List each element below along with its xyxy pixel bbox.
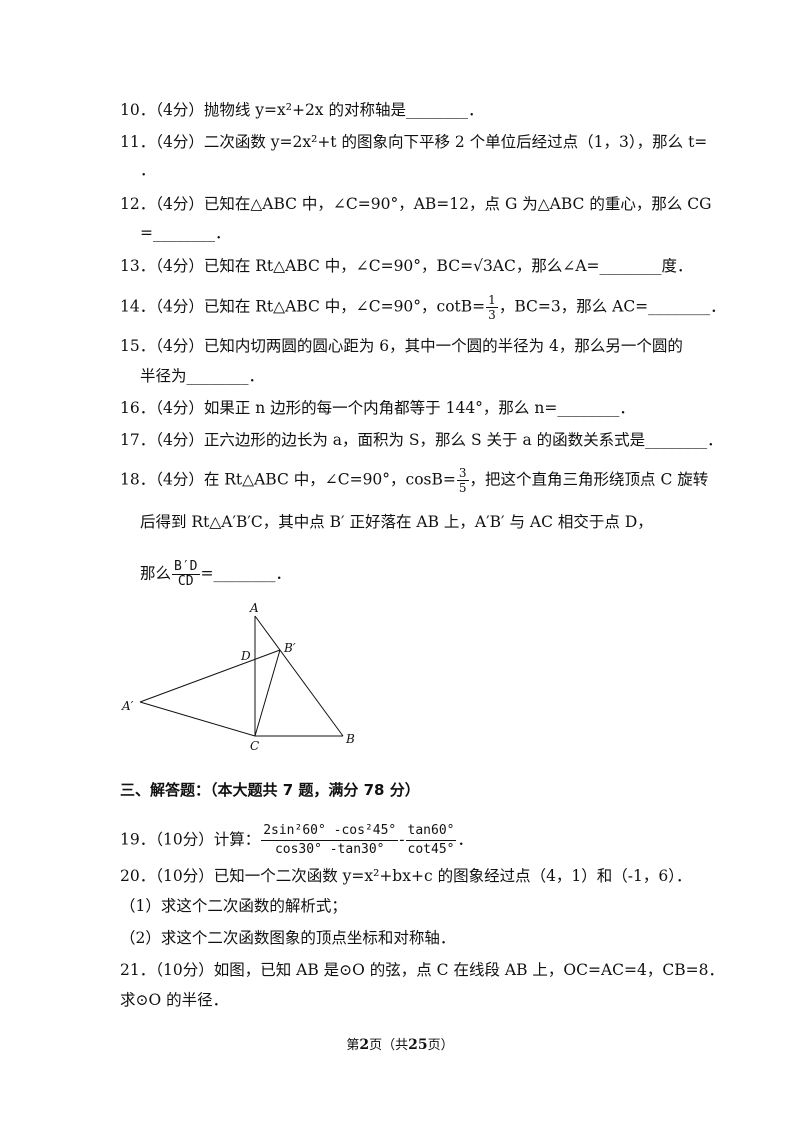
question-13: 13．（4分）已知在 Rt△ABC 中，∠C=90°，BC=√3AC，那么∠A=… xyxy=(120,257,693,275)
question-10: 10．（4分）抛物线 y=x²+2x 的对称轴是________． xyxy=(120,101,484,119)
fraction-denominator: 3 xyxy=(488,308,496,322)
question-19-end: ． xyxy=(457,830,473,849)
question-20-part-2: （2）求这个二次函数图象的顶点坐标和对称轴． xyxy=(120,929,456,947)
label-d: D xyxy=(240,649,251,663)
question-19: 19．（10分）计算：2sin²60° -cos²45°cos30° -tan3… xyxy=(120,822,473,859)
page-footer: 第2页（共25页） xyxy=(0,1034,800,1053)
fraction-denominator: CD xyxy=(177,574,194,589)
question-14-text-end: ，BC=3，那么 AC=________． xyxy=(498,297,726,316)
question-19-text: 19．（10分）计算： xyxy=(120,830,261,849)
question-15: 15．（4分）已知内切两圆的圆心距为 6，其中一个圆的半径为 4，那么另一个圆的 xyxy=(120,337,683,355)
question-18-text: 18．（4分）在 Rt△ABC 中，∠C=90°，cosB= xyxy=(120,470,456,489)
question-20: 20．（10分）已知一个二次函数 y=x²+bx+c 的图象经过点（4，1）和（… xyxy=(120,867,692,885)
question-11: 11．（4分）二次函数 y=2x²+t 的图象向下平移 2 个单位后经过点（1，… xyxy=(120,133,708,151)
question-18-continued: 后得到 Rt△A′B′C，其中点 B′ 正好落在 AB 上，A′B′ 与 AC … xyxy=(140,513,653,531)
label-aprime: A′ xyxy=(121,699,134,713)
minus-sign: - xyxy=(399,830,405,849)
question-20-part-1: （1）求这个二次函数的解析式； xyxy=(120,897,347,915)
fraction-numerator: 2sin²60° -cos²45° xyxy=(261,822,399,841)
question-17: 17．（4分）正六边形的边长为 a，面积为 S，那么 S 关于 a 的函数关系式… xyxy=(120,431,723,449)
triangle-figure: A B′ D A′ C B xyxy=(121,601,355,753)
fraction-denominator: cos30° -tan30° xyxy=(274,842,385,857)
question-18-ratio-end: =________． xyxy=(200,564,292,583)
fraction-denominator: 5 xyxy=(458,481,467,495)
segment-ab xyxy=(254,615,344,737)
question-15-continued: 半径为________． xyxy=(140,367,265,385)
fraction-numerator: 1 xyxy=(486,293,498,308)
footer-prefix: 第 xyxy=(346,1038,360,1053)
label-b: B xyxy=(345,732,355,746)
section-3-heading: 三、解答题：（本大题共 7 题，满分 78 分） xyxy=(120,781,420,799)
question-14-text: 14．（4分）已知在 Rt△ABC 中，∠C=90°，cotB= xyxy=(120,297,486,316)
question-21: 21．（10分）如图，已知 AB 是⊙O 的弦，点 C 在线段 AB 上，OC=… xyxy=(120,961,724,979)
question-11-continued: ． xyxy=(140,161,156,179)
fraction-sin-cos: 2sin²60° -cos²45°cos30° -tan30° xyxy=(261,822,399,859)
question-12-continued: =________． xyxy=(140,224,231,242)
footer-total-pages: 25 xyxy=(408,1037,428,1053)
question-18-ratio-text: 那么 xyxy=(140,564,172,583)
question-12: 12．（4分）已知在△ABC 中，∠C=90°，AB=12，点 G 为△ABC … xyxy=(120,195,712,213)
label-c: C xyxy=(250,739,259,753)
fraction-denominator: cot45° xyxy=(407,842,455,857)
fraction-numerator: B′D xyxy=(172,559,200,575)
segment-bprime-c xyxy=(254,649,281,737)
label-a: A xyxy=(249,601,259,615)
footer-middle: 页（共 xyxy=(369,1038,409,1053)
question-16: 16．（4分）如果正 n 边形的每一个内角都等于 144°，那么 n=_____… xyxy=(120,399,635,417)
fraction-numerator: 3 xyxy=(456,466,469,481)
question-18-text-end: ，把这个直角三角形绕顶点 C 旋转 xyxy=(469,470,709,489)
footer-suffix: 页） xyxy=(427,1038,454,1053)
segment-aprime-bprime xyxy=(139,649,281,703)
segment-aprime-c xyxy=(139,701,256,737)
fraction-tan-cot: tan60°cot45° xyxy=(405,822,457,859)
question-21-continued: 求⊙O 的半径． xyxy=(120,991,229,1009)
footer-page-number: 2 xyxy=(359,1037,370,1053)
fraction-numerator: tan60° xyxy=(405,822,457,841)
label-bprime: B′ xyxy=(283,641,296,655)
